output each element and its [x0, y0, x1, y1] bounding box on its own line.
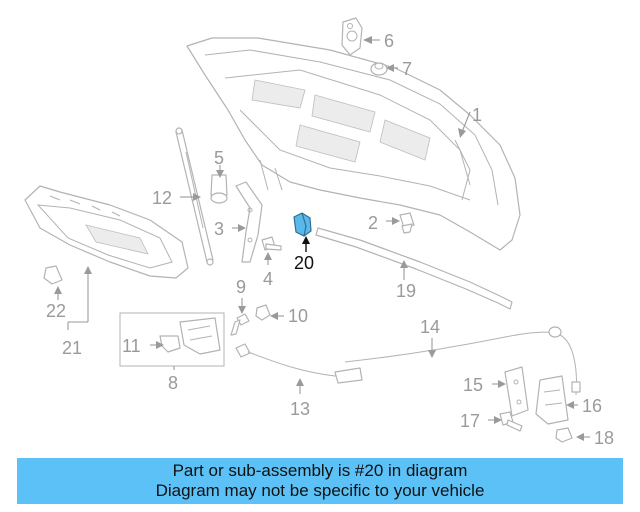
hood-panel[interactable] [186, 37, 521, 251]
callout-12: 12 [152, 188, 172, 208]
release-handle-assembly[interactable] [119, 312, 225, 367]
hood-insulator[interactable] [24, 185, 189, 279]
highlighted-part-20[interactable] [293, 212, 312, 237]
lock-assembly[interactable] [535, 375, 569, 425]
banner-line-disclaimer: Diagram may not be specific to your vehi… [155, 481, 485, 500]
callout-13: 13 [290, 399, 310, 419]
bolt[interactable] [230, 313, 250, 336]
callout-19: 19 [396, 281, 416, 301]
grommet[interactable] [555, 427, 573, 443]
callout-16: 16 [582, 396, 602, 416]
callout-14: 14 [420, 317, 440, 337]
bumper-stop[interactable] [210, 174, 228, 204]
banner-line-part: Part or sub-assembly is #20 in diagram [172, 461, 468, 480]
callout-11: 11 [122, 336, 141, 356]
callout-22: 22 [46, 301, 66, 321]
callout-15: 15 [463, 375, 483, 395]
hood-bumper[interactable] [370, 62, 388, 76]
callout-1: 1 [472, 105, 482, 125]
release-cable[interactable] [235, 343, 363, 384]
callout-7: 7 [402, 59, 412, 79]
callout-2: 2 [368, 213, 378, 233]
callout-5: 5 [214, 148, 224, 168]
callout-3: 3 [214, 219, 224, 239]
screw[interactable] [499, 411, 523, 432]
callout-4: 4 [263, 269, 273, 289]
hood-hinge[interactable] [235, 181, 263, 263]
nut[interactable] [255, 304, 271, 321]
latch-plate[interactable] [504, 366, 529, 417]
callout-17: 17 [460, 411, 480, 431]
info-banner: Part or sub-assembly is #20 in diagram D… [17, 458, 623, 504]
callout-21: 21 [62, 338, 82, 358]
push-clip[interactable] [399, 212, 415, 234]
hinge-bolt[interactable] [261, 236, 282, 251]
callout-8: 8 [168, 373, 178, 393]
hood-seal[interactable] [315, 227, 513, 310]
callout-9: 9 [236, 277, 246, 297]
retainer-clip[interactable] [43, 265, 63, 285]
callout-10: 10 [288, 306, 308, 326]
hood-latch[interactable] [341, 17, 363, 56]
callout-6: 6 [384, 31, 394, 51]
callout-20: 20 [294, 253, 314, 273]
callout-18: 18 [594, 428, 614, 448]
hood-release-cable[interactable] [344, 326, 581, 396]
parts-diagram: 1 2 3 4 5 6 7 8 9 10 11 12 13 14 15 16 1… [24, 17, 614, 448]
